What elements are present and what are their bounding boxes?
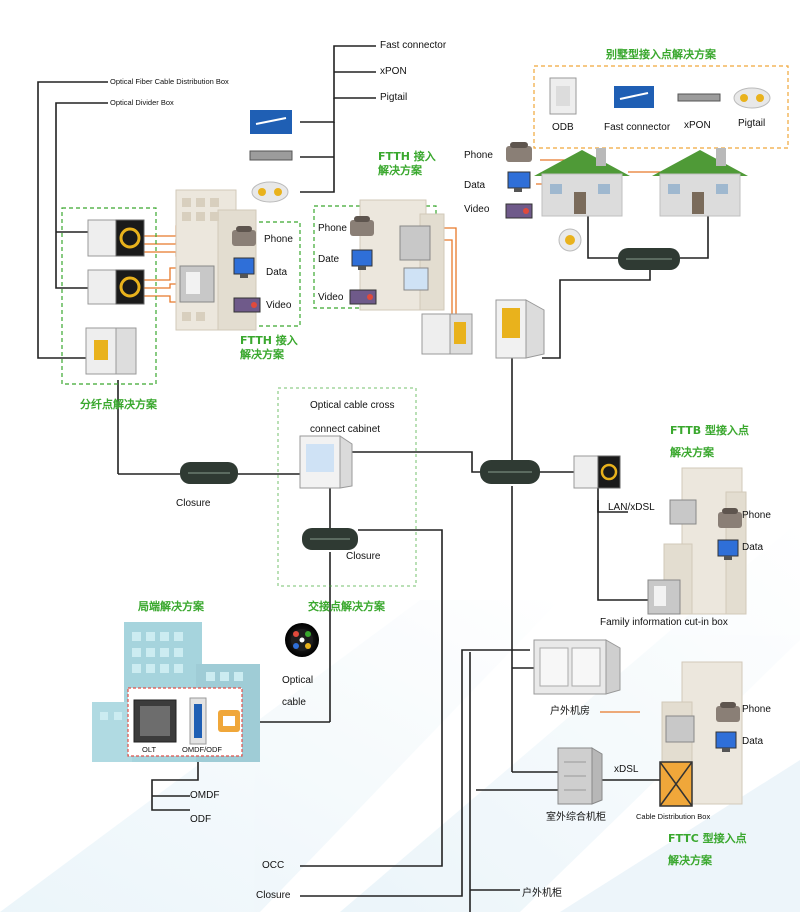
villa-house-1 — [534, 148, 630, 217]
phone-icon — [232, 226, 256, 246]
split-point-solution-title: 分纤点解决方案 — [80, 398, 157, 411]
villa-odb-icon — [549, 77, 577, 115]
label-optical-cable: Optical cable — [282, 675, 314, 708]
ftth-mid-label-phone: Phone — [318, 223, 347, 234]
ftth-left-label-data: Data — [266, 267, 288, 278]
omdf-odf-icon — [189, 697, 240, 745]
outdoor-room-icon — [533, 639, 621, 695]
cable-distribution-box-icon — [659, 761, 693, 807]
closure-cross-icon — [302, 528, 358, 550]
label-cable-distribution-box: Cable Distribution Box — [636, 812, 711, 821]
xpon-icon — [249, 150, 293, 161]
label-outdoor-integrated-cabinet: 室外综合机柜 — [546, 812, 606, 823]
data-monitor-icon — [233, 257, 255, 278]
closure-trunk-icon — [480, 460, 540, 484]
phone-mid-icon — [350, 216, 374, 236]
outdoor-integrated-cabinet-icon — [557, 747, 603, 805]
cross-connect-frame — [277, 387, 417, 587]
fiber-distribution-box-icon — [87, 219, 145, 257]
connection-lines — [37, 45, 709, 912]
split-point-frame — [61, 207, 157, 385]
label-omdf-odf: OMDF/ODF — [182, 745, 222, 754]
villa-label-data: Data — [464, 180, 486, 191]
villa-closure-icon — [618, 248, 680, 270]
fttc-data-monitor-icon — [715, 731, 737, 752]
fttc-label-phone: Phone — [742, 704, 771, 715]
villa-label-phone: Phone — [464, 150, 493, 161]
villa-label-xpon: xPON — [684, 120, 711, 131]
split-cabinet-icon — [85, 327, 137, 375]
villa-fast-connector-icon — [614, 86, 654, 108]
family-cutin-box-icon — [647, 579, 681, 615]
data-mid-monitor-icon — [351, 249, 373, 270]
villa-data-monitor-icon — [507, 171, 531, 192]
label-lan-xdsl: LAN/xDSL — [608, 502, 655, 513]
fttc-solution-title: FTTC 型接入点 解决方案 — [668, 832, 747, 867]
label-closure-bottom: Closure — [256, 890, 291, 901]
olt-icon — [133, 699, 177, 743]
label-xdsl: xDSL — [614, 764, 639, 775]
label-omdf: OMDF — [190, 790, 220, 801]
label-occ: OCC — [262, 860, 285, 871]
label-closure-cross: Closure — [346, 551, 381, 562]
fttc-phone-icon — [716, 702, 740, 722]
cross-connect-cabinet-icon — [299, 435, 353, 489]
fttb-label-phone: Phone — [742, 510, 771, 521]
closure-left-icon — [180, 462, 238, 484]
optical-divider-box-icon — [87, 269, 145, 305]
label-pigtail: Pigtail — [380, 92, 408, 103]
label-outdoor-room: 户外机房 — [550, 706, 590, 717]
floor-box-mid-icon — [399, 225, 431, 291]
fttb-solution-title: FTTB 型接入点 解决方案 — [670, 424, 749, 459]
pigtail-icon — [251, 181, 289, 203]
ftth-mid-label-date: Date — [318, 254, 340, 265]
label-odf: ODF — [190, 814, 212, 825]
ftth-mid-solution-title: FTTH 接入 解决方案 — [378, 150, 436, 177]
label-fiber-distribution-box: Optical Fiber Cable Distribution Box — [110, 77, 229, 86]
fast-connector-icon — [250, 110, 292, 134]
villa-label-fast-connector: Fast connector — [604, 122, 671, 133]
label-optical-divider-box: Optical Divider Box — [110, 98, 174, 107]
ftth-cabinet-icon — [495, 299, 545, 359]
villa-frame — [533, 65, 789, 149]
label-xpon: xPON — [380, 66, 407, 77]
label-closure-left: Closure — [176, 498, 211, 509]
label-olt: OLT — [142, 745, 157, 754]
fttc-floor-box-icon — [665, 715, 695, 743]
fttb-label-data: Data — [742, 542, 764, 553]
label-outdoor-cabinet: 户外机柜 — [522, 888, 562, 899]
video-device-icon — [233, 297, 261, 313]
fttb-data-monitor-icon — [717, 539, 739, 560]
villa-pigtail-icon — [733, 87, 771, 109]
villa-house-2 — [652, 148, 748, 217]
villa-connector-disc-icon — [558, 228, 582, 252]
ftth-left-solution-title: FTTH 接入 解决方案 — [240, 334, 298, 361]
video-mid-device-icon — [349, 289, 377, 305]
villa-solution-title: 别墅型接入点解决方案 — [606, 48, 716, 61]
optical-cable-icon — [285, 623, 319, 657]
label-fast-connector: Fast connector — [380, 40, 447, 51]
fttb-phone-icon — [718, 508, 742, 528]
ftth-mid-box-icon — [421, 313, 473, 355]
cross-point-solution-title: 交接点解决方案 — [308, 600, 385, 613]
central-office-solution-title: 局端解决方案 — [138, 600, 204, 613]
villa-video-device-icon — [505, 203, 533, 219]
ftth-left-label-phone: Phone — [264, 234, 293, 245]
label-cross-connect-cabinet: Optical cable cross connect cabinet — [310, 400, 395, 435]
villa-phone-icon — [506, 142, 532, 162]
floor-box-icon — [179, 265, 215, 303]
fttc-label-data: Data — [742, 736, 764, 747]
villa-xpon-icon — [677, 93, 721, 102]
ftth-left-label-video: Video — [266, 300, 292, 311]
villa-label-pigtail: Pigtail — [738, 118, 766, 129]
label-family-cutin-box: Family information cut-in box — [600, 617, 728, 628]
villa-label-odb: ODB — [552, 122, 574, 133]
villa-label-video: Video — [464, 204, 490, 215]
ftth-mid-label-video: Video — [318, 292, 344, 303]
fttb-floor-box-icon — [669, 499, 697, 525]
fttb-box-icon — [573, 455, 621, 489]
